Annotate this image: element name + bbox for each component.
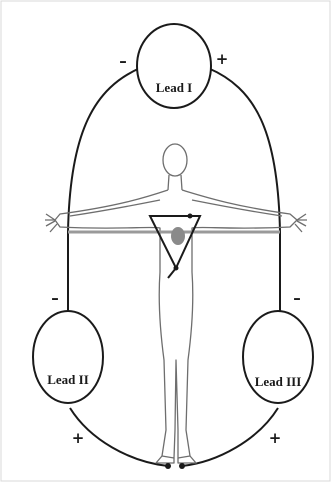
lead3-negative-sign: – (293, 289, 301, 307)
lead1-circle (137, 24, 211, 108)
triangle-vertex-bottom (174, 266, 179, 271)
lead1-positive-sign: + (216, 50, 229, 68)
foot-electrode-left (165, 463, 171, 469)
lead2-label: Lead II (47, 372, 89, 387)
lead3-label: Lead III (255, 374, 302, 389)
lead2-positive-sign: + (72, 429, 85, 447)
lead1-label: Lead I (156, 80, 192, 95)
triangle-vertex-right (188, 214, 193, 219)
lead3-positive-sign: + (269, 429, 282, 447)
foot-electrode-right (179, 463, 185, 469)
heart-icon (171, 227, 185, 245)
lead2-negative-sign: – (51, 289, 59, 307)
lead2-circle (33, 311, 103, 403)
lead1-negative-sign: – (119, 52, 127, 70)
lead3-circle (243, 311, 313, 403)
